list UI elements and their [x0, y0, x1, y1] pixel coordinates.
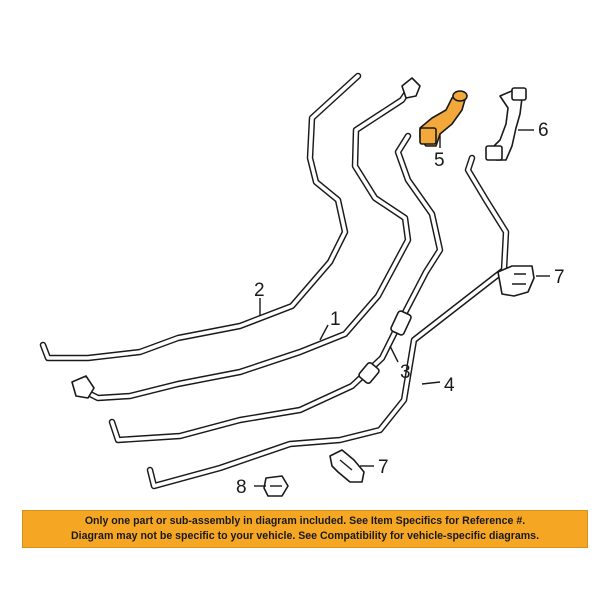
cooler-line-1	[74, 84, 414, 402]
clip-part-7-lower	[329, 449, 365, 483]
callout-6: 6	[538, 120, 549, 141]
line-3-sleeve	[390, 310, 412, 336]
cooler-line-2	[39, 72, 362, 362]
disclaimer-line-1: Only one part or sub-assembly in diagram…	[84, 515, 526, 527]
clip-part-8	[263, 475, 289, 497]
hose-part-5	[419, 90, 468, 147]
line-3-sleeve-lower	[358, 362, 380, 384]
callout-4: 4	[444, 375, 455, 396]
callout-1: 1	[330, 309, 341, 330]
leader-3	[389, 345, 399, 363]
disclaimer-banner: Only one part or sub-assembly in diagram…	[22, 510, 588, 548]
leader-1	[319, 324, 329, 341]
callout-5: 5	[434, 150, 445, 171]
line-1-end-fitting	[401, 77, 421, 99]
cooler-line-3	[108, 132, 444, 444]
leader-4	[421, 381, 441, 385]
line-1-fitting	[71, 375, 95, 399]
clip-part-7-upper	[497, 265, 535, 297]
hose-part-6	[485, 87, 527, 161]
callout-7-lower: 7	[378, 457, 389, 478]
callout-8: 8	[236, 477, 247, 498]
cooler-line-4	[146, 154, 510, 490]
disclaimer-line-2: Diagram may not be specific to your vehi…	[70, 530, 540, 542]
callout-3: 3	[400, 362, 411, 383]
callout-2: 2	[254, 280, 265, 301]
callout-7-upper: 7	[554, 267, 565, 288]
